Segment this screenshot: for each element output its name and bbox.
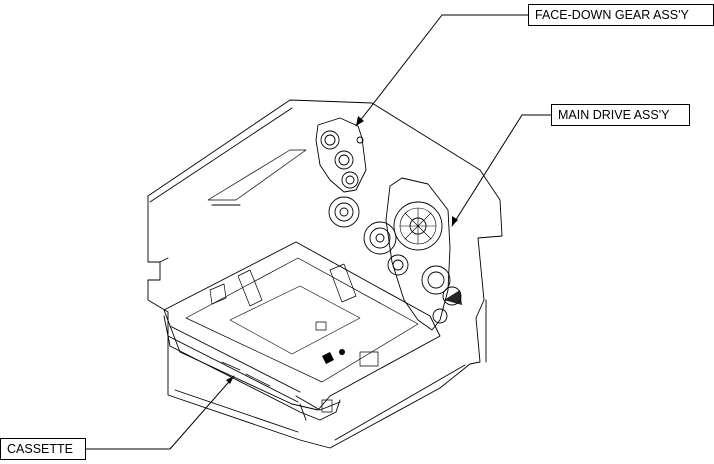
cassette-callout: CASSETTE: [0, 438, 86, 460]
cassette-tray: [164, 242, 440, 420]
main-drive-callout: MAIN DRIVE ASS'Y: [551, 104, 690, 126]
main-drive-assembly: [329, 178, 462, 330]
leader-arrowheads: [226, 116, 458, 384]
face-down-gear-callout: FACE-DOWN GEAR ASS'Y: [528, 4, 714, 26]
leader-lines: [86, 15, 551, 449]
face-down-gear-assembly: [316, 118, 366, 192]
